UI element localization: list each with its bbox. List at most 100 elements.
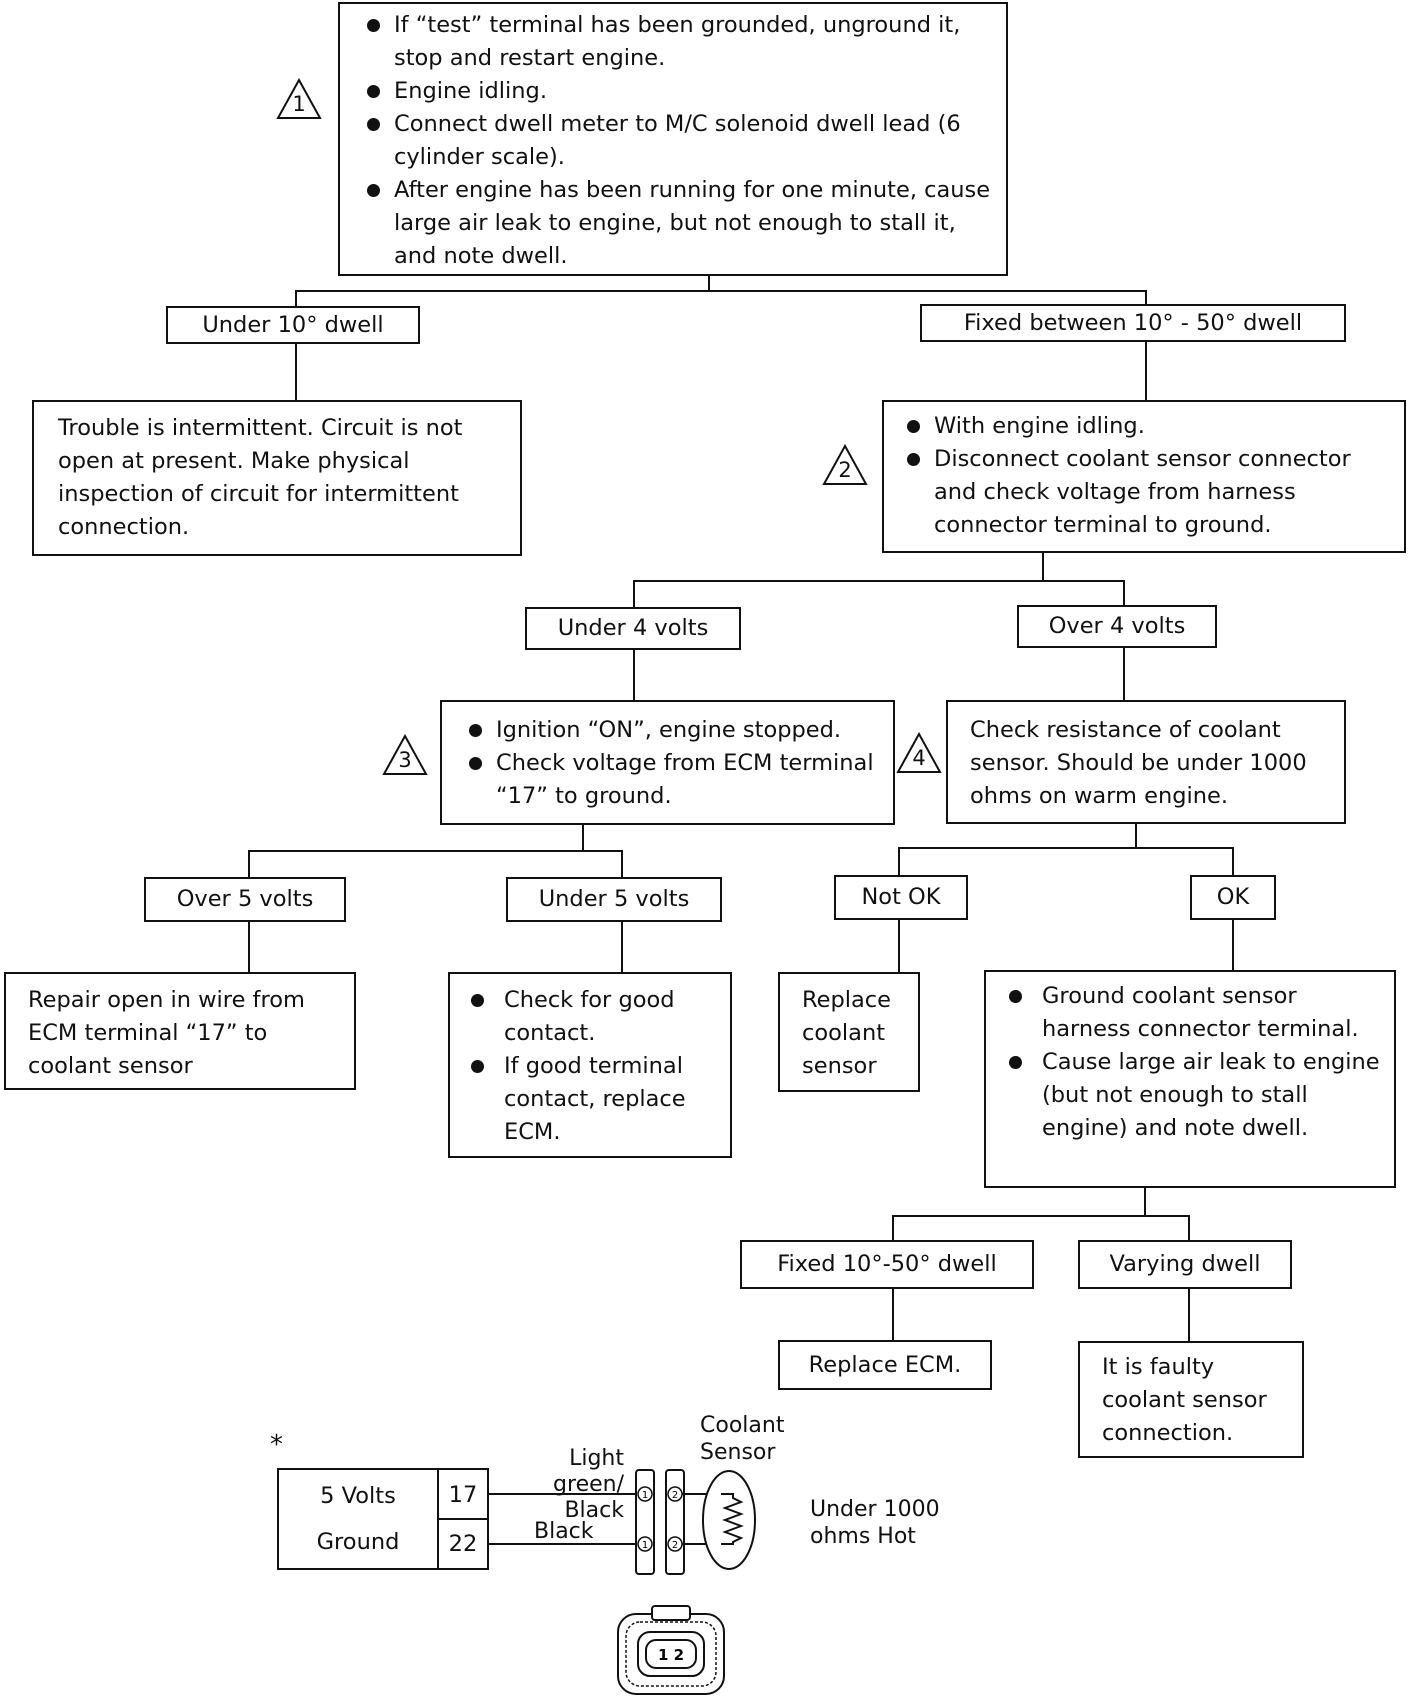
step3-bullet: Ignition “ON”, engine stopped. (466, 714, 887, 747)
step4-box: Check resistance of coolant sensor. Shou… (946, 700, 1346, 824)
warning-triangle-icon (896, 731, 942, 773)
terminal-2-mark: 2 (672, 1490, 678, 1501)
sensor-label-text: Coolant Sensor (700, 1413, 785, 1465)
check-contact-bullet: Check for good contact. (468, 984, 722, 1050)
connector-line (1123, 646, 1125, 702)
connector-line (633, 580, 635, 608)
branch-under-10-dwell: Under 10° dwell (166, 306, 420, 344)
connector-line (1188, 1289, 1190, 1343)
step2-bullet: With engine idling. (904, 410, 1394, 443)
step-marker-number: 4 (912, 746, 926, 770)
branch-under-5-volts: Under 5 volts (506, 877, 722, 922)
connector-line (1232, 847, 1234, 877)
faulty-connection-text: It is faulty coolant sensor connection. (1102, 1354, 1267, 1446)
ground-check-bullet: Ground coolant sensor harness connector … (1006, 980, 1384, 1046)
connector-line (892, 1215, 1190, 1217)
connector-line (1145, 340, 1147, 400)
check-contact-bullet: If good terminal contact, replace ECM. (468, 1050, 722, 1149)
branch-varying-dwell: Varying dwell (1078, 1240, 1292, 1289)
repair-open-text: Repair open in wire from ECM terminal “1… (28, 987, 305, 1079)
connector-line (295, 290, 297, 308)
step-marker-3: 3 (382, 733, 428, 776)
branch-fixed-10-50-dwell-2: Fixed 10°-50° dwell (740, 1240, 1034, 1289)
wiring-schematic: 1 1 2 2 (489, 1469, 756, 1575)
step3-list: Ignition “ON”, engine stopped. Check vol… (466, 714, 887, 813)
resistance-label-text: Under 1000 ohms Hot (810, 1497, 940, 1549)
intermittent-box: Trouble is intermittent. Circuit is not … (32, 400, 522, 556)
step2-list: With engine idling. Disconnect coolant s… (904, 410, 1394, 542)
step-marker-1: 1 (276, 77, 322, 120)
wire2-label: Black (534, 1519, 594, 1544)
connector-line (898, 918, 900, 972)
step-marker-number: 3 (398, 748, 412, 772)
connector-line (633, 648, 635, 702)
branch-under-4-volts: Under 4 volts (525, 607, 741, 650)
step-marker-4: 4 (896, 731, 942, 774)
connector-line (1145, 290, 1147, 306)
replace-ecm-box: Replace ECM. (778, 1340, 992, 1390)
row-label-ground: Ground (316, 1529, 400, 1555)
connector-line (1123, 580, 1125, 606)
step1-box: If “test” terminal has been grounded, un… (338, 2, 1008, 276)
connector-line (582, 823, 584, 851)
branch-not-ok: Not OK (834, 875, 968, 920)
branch-fixed-10-50-dwell: Fixed between 10° - 50° dwell (920, 304, 1346, 342)
check-contact-list: Check for good contact. If good terminal… (468, 984, 722, 1149)
wire1-label-text: Light green/ Black (553, 1446, 624, 1523)
step-marker-number: 2 (838, 458, 852, 482)
connector-line (1144, 1187, 1146, 1216)
step1-bullet: If “test” terminal has been grounded, un… (364, 9, 996, 75)
connector-line (621, 850, 623, 878)
ground-check-box: Ground coolant sensor harness connector … (984, 970, 1396, 1188)
branch-over-4-volts: Over 4 volts (1017, 605, 1217, 648)
ground-check-bullet: Cause large air leak to engine (but not … (1006, 1046, 1384, 1145)
resistance-label: Under 1000 ohms Hot (810, 1496, 980, 1550)
connector-line (295, 290, 1147, 292)
ecm-block-divider (437, 1518, 489, 1520)
step1-bullet: After engine has been running for one mi… (364, 174, 996, 273)
connector-line (248, 850, 250, 878)
connector-line (1042, 551, 1044, 580)
terminal-2-mark: 2 (672, 1540, 678, 1551)
sensor-label: Coolant Sensor (700, 1412, 820, 1466)
connector-line (898, 847, 900, 877)
replace-sensor-box: Replace coolant sensor (778, 972, 920, 1092)
footnote-asterisk: * (270, 1430, 283, 1460)
warning-triangle-icon (822, 443, 868, 485)
connector-line (633, 580, 1125, 582)
step1-bullet: Connect dwell meter to M/C solenoid dwel… (364, 108, 996, 174)
step3-box: Ignition “ON”, engine stopped. Check vol… (440, 700, 895, 825)
branch-over-5-volts: Over 5 volts (144, 877, 346, 922)
terminal-1-mark: 1 (642, 1540, 648, 1551)
connector-line (1188, 1215, 1190, 1242)
connector-line (248, 920, 250, 974)
connector-line (621, 920, 623, 974)
step4-text: Check resistance of coolant sensor. Shou… (970, 717, 1307, 809)
step3-bullet: Check voltage from ECM terminal “17” to … (466, 747, 887, 813)
step-marker-2: 2 (822, 443, 868, 486)
step-marker-number: 1 (292, 92, 306, 116)
step2-box: With engine idling. Disconnect coolant s… (882, 400, 1406, 553)
connector-line (892, 1289, 894, 1341)
terminal-1-mark: 1 (642, 1490, 648, 1501)
row-label-5-volts: 5 Volts (320, 1483, 396, 1509)
warning-triangle-icon (276, 77, 322, 119)
connector-pin-numbers: 1 2 (658, 1646, 684, 1664)
repair-open-box: Repair open in wire from ECM terminal “1… (4, 972, 356, 1090)
connector-line (1135, 822, 1137, 849)
ground-check-list: Ground coolant sensor harness connector … (1006, 980, 1384, 1145)
warning-triangle-icon (382, 733, 428, 775)
step2-bullet: Disconnect coolant sensor connector and … (904, 443, 1394, 542)
connector-face-icon: 1 2 (617, 1605, 725, 1695)
replace-sensor-text: Replace coolant sensor (802, 987, 892, 1079)
connector-line (898, 847, 1234, 849)
step1-list: If “test” terminal has been grounded, un… (364, 9, 996, 273)
pin-22: 22 (448, 1531, 478, 1557)
check-contact-box: Check for good contact. If good terminal… (448, 972, 732, 1158)
connector-line (248, 850, 623, 852)
wire1-label: Light green/ Black (494, 1446, 624, 1524)
faulty-connection-box: It is faulty coolant sensor connection. (1078, 1341, 1304, 1458)
connector-line (708, 274, 710, 292)
branch-ok: OK (1190, 875, 1276, 920)
